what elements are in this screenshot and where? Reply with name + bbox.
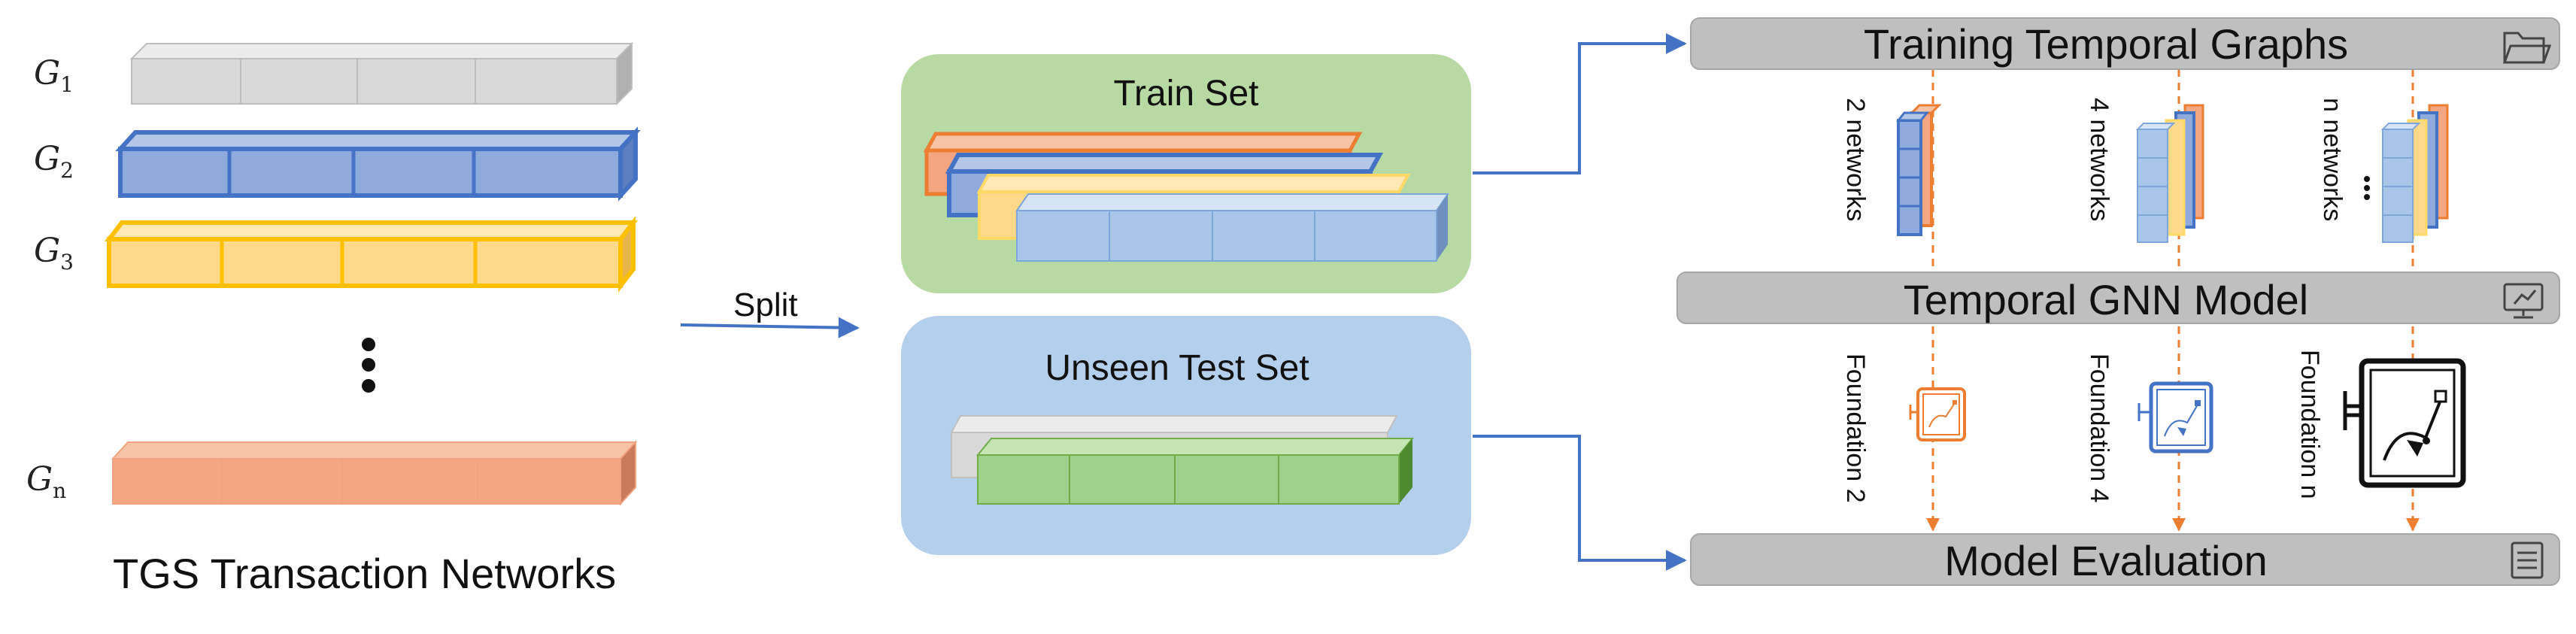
gnn-model-bar: Temporal GNN Model bbox=[1676, 271, 2560, 324]
stack-4-networks bbox=[2135, 104, 2204, 243]
foundation-model-icon-2 bbox=[1909, 387, 1966, 441]
network-bar-g1 bbox=[129, 41, 634, 106]
network-group-label-2: 2 networks bbox=[1841, 98, 1870, 221]
test-set-title: Unseen Test Set bbox=[1045, 348, 1309, 388]
network-label-g2: G2 bbox=[34, 140, 74, 183]
network-bar-g3 bbox=[104, 216, 639, 293]
network-label-g3: G3 bbox=[34, 232, 74, 275]
split-label: Split bbox=[733, 287, 798, 323]
model-evaluation-title: Model Evaluation bbox=[1944, 537, 2268, 584]
stack-2-networks bbox=[1895, 104, 1942, 236]
foundation-label-n: Foundation n bbox=[2295, 350, 2324, 499]
split-arrow bbox=[680, 317, 860, 338]
model-evaluation-bar: Model Evaluation bbox=[1690, 533, 2560, 586]
train-set-panel: Train Set bbox=[901, 54, 1471, 293]
network-bar-g2 bbox=[115, 126, 641, 202]
network-group-label-4: 4 networks bbox=[2085, 98, 2113, 221]
svg-text:G2: G2 bbox=[34, 140, 74, 183]
svg-text:G3: G3 bbox=[34, 232, 74, 275]
network-bar-gn bbox=[111, 440, 638, 506]
test-to-eval-arrow bbox=[1473, 435, 1687, 571]
foundation-model-icon-n bbox=[2343, 358, 2466, 488]
svg-text:G1: G1 bbox=[34, 54, 74, 97]
foundation-label-2: Foundation 2 bbox=[1841, 353, 1870, 503]
networks-caption: TGS Transaction Networks bbox=[113, 550, 616, 597]
network-label-gn: Gn bbox=[26, 460, 66, 503]
train-to-graphs-arrow bbox=[1473, 33, 1687, 174]
stack-n-networks bbox=[2364, 104, 2449, 243]
foundation-model-icon-4 bbox=[2138, 381, 2213, 454]
training-graphs-bar: Training Temporal Graphs bbox=[1690, 17, 2560, 70]
monitor-icon bbox=[2503, 283, 2544, 319]
folder-icon bbox=[2502, 32, 2552, 64]
network-group-label-n: n networks bbox=[2318, 98, 2347, 221]
ellipsis-dots bbox=[362, 338, 375, 393]
gnn-model-title: Temporal GNN Model bbox=[1904, 276, 2308, 323]
checklist-icon bbox=[2511, 541, 2544, 579]
network-label-g1: G1 bbox=[34, 54, 74, 97]
svg-text:Gn: Gn bbox=[26, 460, 66, 503]
training-graphs-title: Training Temporal Graphs bbox=[1864, 20, 2348, 68]
foundation-label-4: Foundation 4 bbox=[2085, 353, 2113, 503]
test-set-panel: Unseen Test Set bbox=[901, 316, 1471, 555]
train-set-title: Train Set bbox=[1114, 74, 1259, 114]
